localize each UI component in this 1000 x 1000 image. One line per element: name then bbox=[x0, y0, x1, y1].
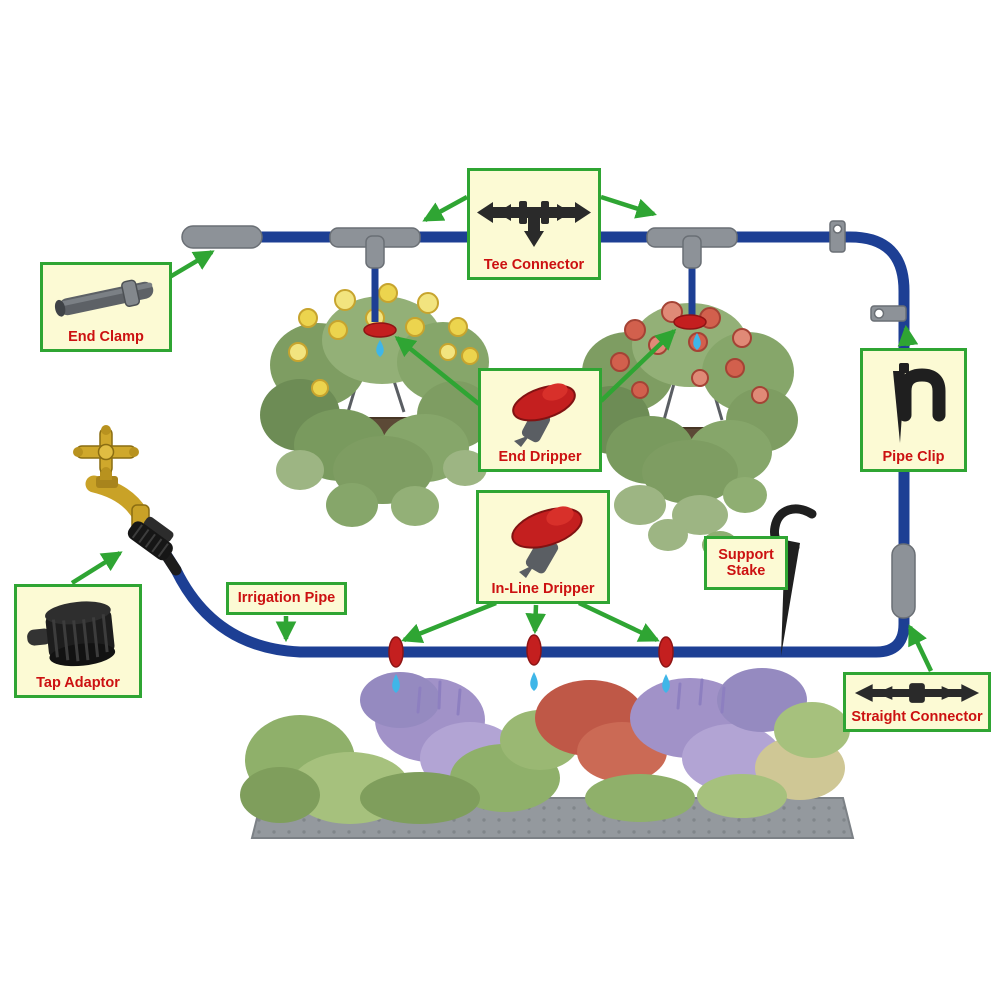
garden-tap bbox=[73, 425, 174, 561]
label-box-end-clamp: End Clamp bbox=[40, 262, 172, 352]
inline-dripper-1 bbox=[388, 636, 404, 668]
tee-connector-icon bbox=[475, 175, 593, 255]
in-line-dripper-label: In-Line Dripper bbox=[491, 580, 595, 597]
arrow-straight-connector bbox=[907, 624, 934, 672]
label-box-in-line-dripper: In-Line Dripper bbox=[476, 490, 610, 604]
straight-connector-label: Straight Connector bbox=[851, 708, 983, 725]
arrow-tee-right bbox=[600, 194, 657, 219]
arrow-tap-adaptor bbox=[70, 551, 123, 585]
hanging-basket-left bbox=[260, 283, 493, 527]
arrow-end-dripper-right bbox=[599, 328, 677, 403]
label-box-pipe-clip: Pipe Clip bbox=[860, 348, 967, 472]
straight-connector-icon bbox=[851, 679, 983, 707]
end-dripper-label: End Dripper bbox=[498, 448, 582, 465]
tee-fitting-left bbox=[329, 227, 421, 269]
arrow-pipe-clip bbox=[897, 324, 919, 347]
flower-bed bbox=[240, 668, 855, 839]
pipe-clip-fitting-right bbox=[870, 305, 907, 322]
arrow-inline-mid bbox=[525, 604, 547, 635]
arrow-end-dripper-left bbox=[394, 336, 481, 406]
straight-connector-fitting bbox=[891, 543, 916, 619]
arrow-inline-right bbox=[578, 600, 660, 643]
pipe-clip-label: Pipe Clip bbox=[882, 448, 945, 465]
inline-dripper-3 bbox=[658, 636, 674, 668]
tee-connector-label: Tee Connector bbox=[483, 256, 585, 273]
label-box-tap-adaptor: Tap Adaptor bbox=[14, 584, 142, 698]
label-box-end-dripper: End Dripper bbox=[478, 368, 602, 472]
support-stake-label: Support Stake bbox=[718, 546, 774, 579]
label-box-straight-connector: Straight Connector bbox=[843, 672, 991, 732]
end-clamp-icon bbox=[48, 269, 164, 327]
end-clamp-label: End Clamp bbox=[68, 328, 144, 345]
end-clamp-fitting bbox=[181, 225, 263, 249]
in-line-dripper-icon bbox=[484, 497, 602, 579]
pipe-clip-icon bbox=[868, 355, 959, 447]
arrow-inline-left bbox=[401, 600, 497, 644]
tap-adaptor-icon bbox=[22, 591, 134, 673]
tee-fitting-right bbox=[646, 227, 738, 269]
inline-dripper-2 bbox=[526, 634, 542, 666]
label-box-irrigation-pipe: Irrigation Pipe bbox=[226, 582, 347, 615]
arrow-tee-left bbox=[422, 195, 469, 222]
tap-adaptor-label: Tap Adaptor bbox=[36, 674, 120, 691]
tap-adaptor-fitting bbox=[127, 516, 174, 561]
pipe-clip-fitting-top bbox=[829, 220, 846, 253]
irrigation-pipe-label: Irrigation Pipe bbox=[237, 590, 336, 607]
label-box-support-stake: Support Stake bbox=[704, 536, 788, 590]
end-dripper-right bbox=[673, 314, 707, 330]
end-dripper-left bbox=[363, 322, 397, 338]
label-box-tee-connector: Tee Connector bbox=[467, 168, 601, 280]
water-drips bbox=[376, 333, 701, 693]
end-dripper-icon bbox=[486, 375, 594, 447]
